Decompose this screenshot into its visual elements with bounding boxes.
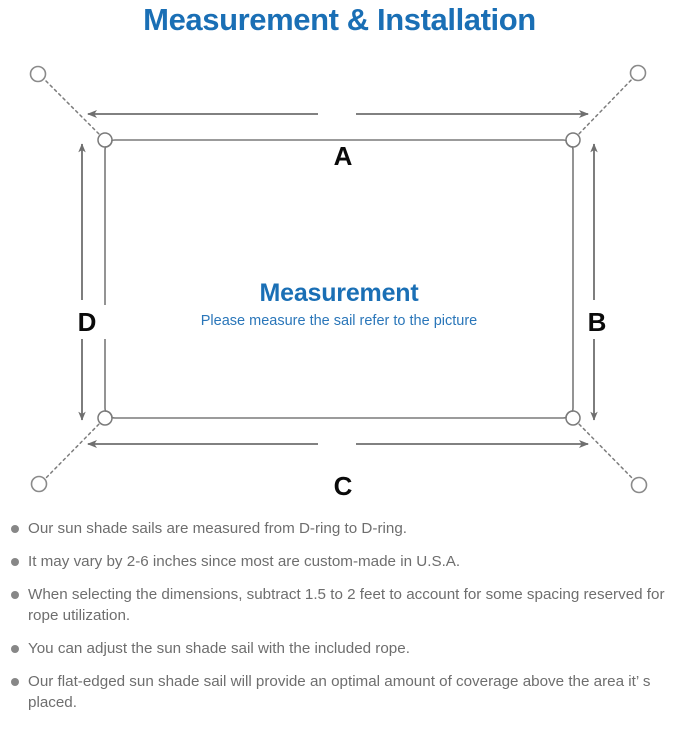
- note-text: It may vary by 2-6 inches since most are…: [28, 553, 461, 570]
- dimension-label-b: B: [578, 305, 616, 339]
- rope-line-bottom-left: [41, 419, 104, 483]
- bullet-icon: [11, 678, 19, 686]
- note-item: Our sun shade sails are measured from D-…: [0, 518, 679, 539]
- note-text: You can adjust the sun shade sail with t…: [28, 640, 410, 657]
- anchor-point-bottom-right: [630, 476, 648, 494]
- bullet-icon: [11, 525, 19, 533]
- note-text: When selecting the dimensions, subtract …: [28, 586, 665, 624]
- sail-corner-arc-bottom-right: [565, 410, 574, 419]
- bullet-icon: [11, 558, 19, 566]
- anchor-point-top-left: [29, 65, 47, 83]
- sail-diagram: Measurement Please measure the sail refe…: [0, 42, 679, 512]
- rope-line-bottom-right: [574, 419, 638, 484]
- bullet-icon: [11, 591, 19, 599]
- anchor-point-bottom-left: [30, 475, 48, 493]
- sail-corner-arc-bottom-left: [104, 410, 113, 419]
- sail-diagram-svg: [29, 64, 648, 494]
- notes-list: Our sun shade sails are measured from D-…: [0, 518, 679, 725]
- sail-rectangle: [104, 139, 574, 419]
- note-item: Our flat-edged sun shade sail will provi…: [0, 671, 679, 713]
- page-title: Measurement & Installation: [143, 2, 536, 37]
- sail-corner-arc-top-right: [565, 139, 574, 148]
- rope-line-top-right: [574, 74, 637, 139]
- bullet-icon: [11, 645, 19, 653]
- rope-line-top-left: [40, 75, 104, 139]
- anchor-point-top-right: [629, 64, 647, 82]
- note-item: You can adjust the sun shade sail with t…: [0, 638, 679, 659]
- note-item: It may vary by 2-6 inches since most are…: [0, 551, 679, 572]
- dimension-label-c: C: [320, 471, 366, 501]
- dimension-label-d: D: [68, 305, 106, 339]
- sail-corner-arc-top-left: [104, 139, 113, 148]
- note-text: Our sun shade sails are measured from D-…: [28, 520, 407, 537]
- note-text: Our flat-edged sun shade sail will provi…: [28, 673, 651, 711]
- dimension-label-a: A: [320, 141, 366, 171]
- note-item: When selecting the dimensions, subtract …: [0, 584, 679, 626]
